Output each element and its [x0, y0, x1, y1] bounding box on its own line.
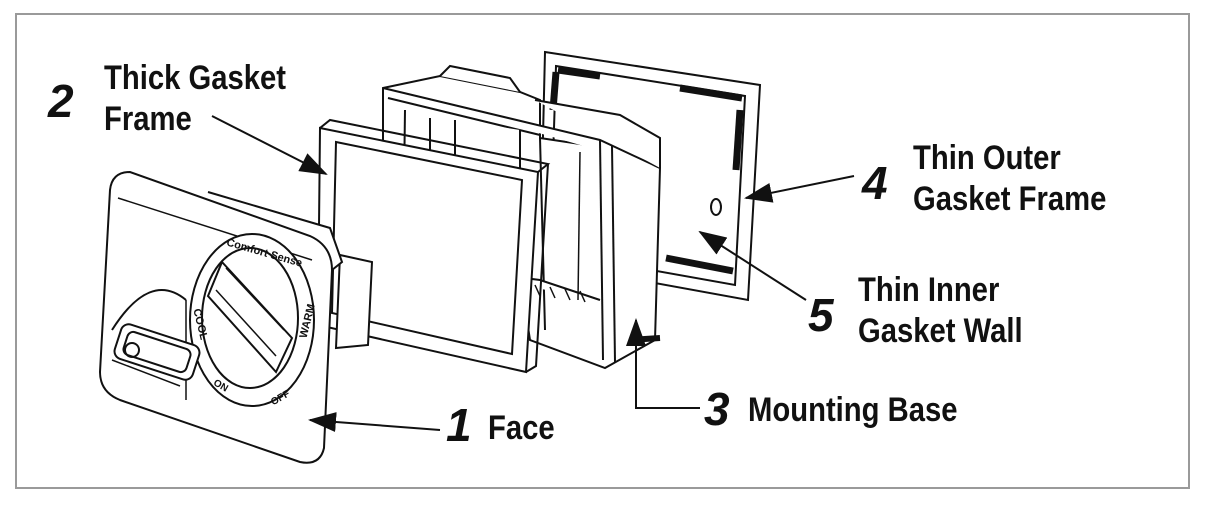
diagram-frame: [15, 13, 1190, 489]
callout-1-label: Face: [488, 408, 555, 449]
callout-2-line-2: Frame: [104, 100, 192, 138]
callout-4-line-1: Thin Outer: [913, 139, 1061, 177]
callout-5-line-2: Gasket Wall: [858, 312, 1023, 350]
face-cover: [98, 170, 374, 464]
leader-inner-gasket: [698, 230, 807, 301]
leader-face: [308, 412, 441, 432]
callout-4-line-2: Gasket Frame: [913, 180, 1107, 218]
callout-1-line-1: Face: [488, 409, 555, 447]
callout-5-number: 5: [808, 289, 834, 341]
callout-4-label: Thin Outer Gasket Frame: [913, 138, 1106, 220]
callout-5-line-1: Thin Inner: [858, 271, 1000, 309]
callout-1-number: 1: [446, 399, 472, 451]
callout-3-number: 3: [704, 383, 730, 435]
callout-4-number: 4: [862, 157, 888, 209]
callout-2-line-1: Thick Gasket: [104, 59, 287, 97]
brand-badge: [113, 323, 201, 381]
callout-2-number: 2: [48, 75, 74, 127]
leader-outer-gasket: [744, 175, 855, 203]
leader-gasket-frame: [211, 115, 328, 175]
callout-2-label: Thick Gasket Frame: [104, 58, 286, 140]
leader-mounting-base: [626, 318, 700, 409]
callout-5-label: Thin Inner Gasket Wall: [858, 270, 1023, 352]
callout-3-line-1: Mounting Base: [748, 391, 958, 429]
callout-3-label: Mounting Base: [748, 390, 958, 431]
dial: [189, 233, 315, 407]
leader-lines: [211, 115, 855, 432]
